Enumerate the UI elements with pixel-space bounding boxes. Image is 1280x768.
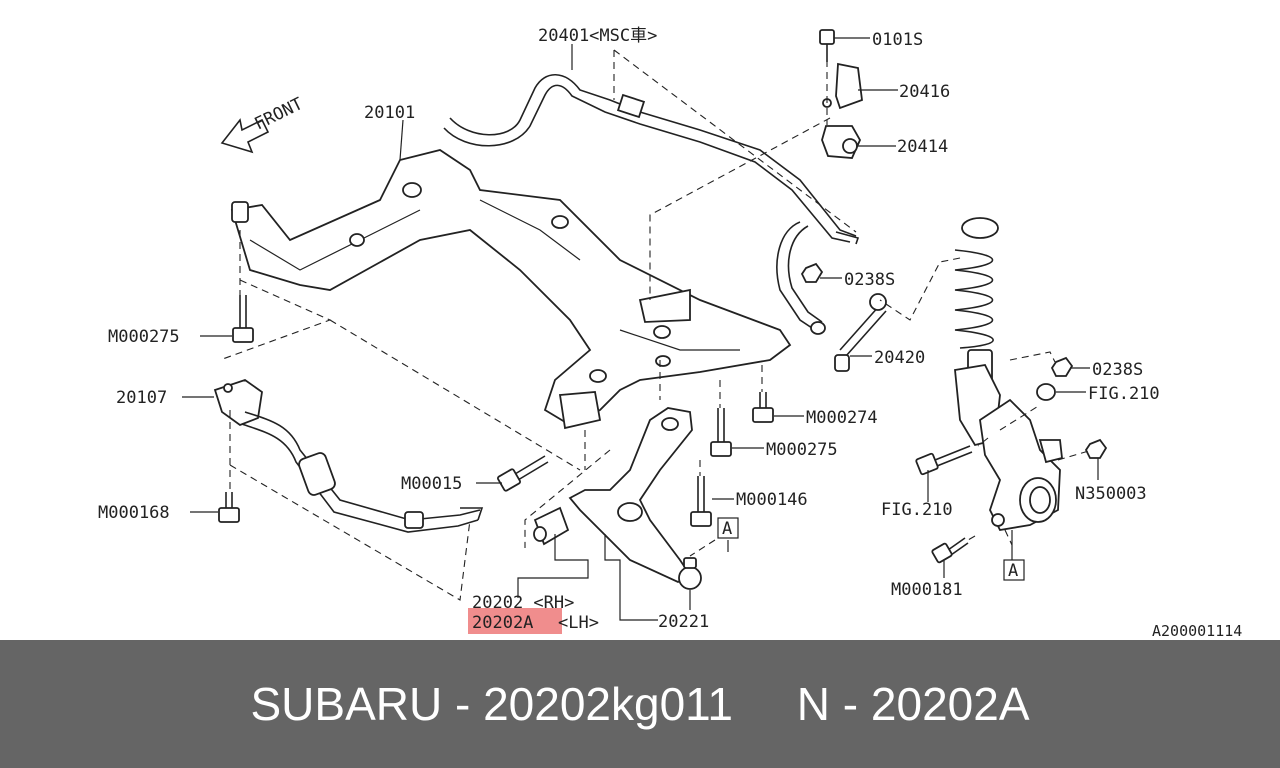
front-label: FRONT	[251, 94, 306, 134]
front-arrow-icon	[220, 118, 270, 154]
callout-clamp[interactable]: 20416	[899, 82, 950, 102]
callout-arm-rh[interactable]: 20202 <RH>	[472, 593, 574, 613]
callout-bolt-frame-left[interactable]: M000275	[108, 327, 180, 347]
stabilizer-link	[776, 221, 887, 372]
callout-stabilizer[interactable]: 20401<MSC車>	[538, 26, 657, 46]
callout-bolt-m274[interactable]: M000274	[806, 408, 878, 428]
footer-bar: SUBARU - 20202kg011 N - 20202A	[0, 640, 1280, 768]
clamp-stack	[819, 29, 863, 159]
reference-code: A200001114	[1152, 622, 1242, 640]
leader-lines	[182, 37, 1099, 621]
marker-a1: A	[722, 519, 732, 539]
nut-icons	[800, 262, 1108, 459]
marker-box-a1	[717, 517, 739, 539]
knuckle-hub	[979, 398, 1063, 531]
highlight-box	[468, 608, 562, 634]
bolt-m000146-icon	[690, 476, 712, 527]
footer-caption: SUBARU - 20202kg011 N - 20202A	[250, 678, 1030, 730]
bolt-m000275-left-icon	[232, 295, 254, 343]
dashed-guides	[219, 49, 1093, 601]
callout-bolt-m275-center[interactable]: M000275	[766, 440, 838, 460]
crossmember	[230, 149, 792, 430]
callout-fig-strut[interactable]: FIG.210	[1088, 384, 1160, 404]
exploded-parts-diagram: FRONT	[98, 26, 1242, 640]
callout-arm-lh-code[interactable]: 20202A	[472, 613, 533, 633]
callout-nut-strut[interactable]: 0238S	[1092, 360, 1143, 380]
callout-nut-link[interactable]: 0238S	[844, 270, 895, 290]
bolt-m000181-icon	[931, 537, 969, 564]
callout-bolt-m181[interactable]: M000181	[891, 580, 963, 600]
callout-bolt-m15[interactable]: M00015	[401, 474, 462, 494]
callout-bolt-m146[interactable]: M000146	[736, 490, 808, 510]
bolt-m000275-center-icon	[710, 408, 732, 457]
lower-control-arm	[533, 407, 702, 590]
front-bracket	[213, 379, 484, 533]
bolt-m000168-icon	[218, 492, 240, 523]
callout-bolt-m168[interactable]: M000168	[98, 503, 170, 523]
marker-a2: A	[1008, 561, 1018, 581]
callout-fig-knuckle[interactable]: FIG.210	[881, 500, 953, 520]
bolt-fig210-icon	[915, 445, 973, 476]
bolt-m000274-icon	[752, 392, 774, 423]
stabilizer-bar-upper	[443, 74, 860, 245]
bolt-m00015-icon	[497, 455, 549, 492]
callout-ball-joint[interactable]: 20221	[658, 612, 709, 632]
callout-bracket[interactable]: 20107	[116, 388, 167, 408]
callout-nut-n35[interactable]: N350003	[1075, 484, 1147, 504]
callout-bolt-top[interactable]: 0101S	[872, 30, 923, 50]
callout-link[interactable]: 20420	[874, 348, 925, 368]
callout-arm-lh-side: <LH>	[558, 613, 599, 633]
callout-crossmember[interactable]: 20101	[364, 103, 415, 123]
marker-box-a2	[1003, 559, 1025, 581]
callout-bushing[interactable]: 20414	[897, 137, 948, 157]
